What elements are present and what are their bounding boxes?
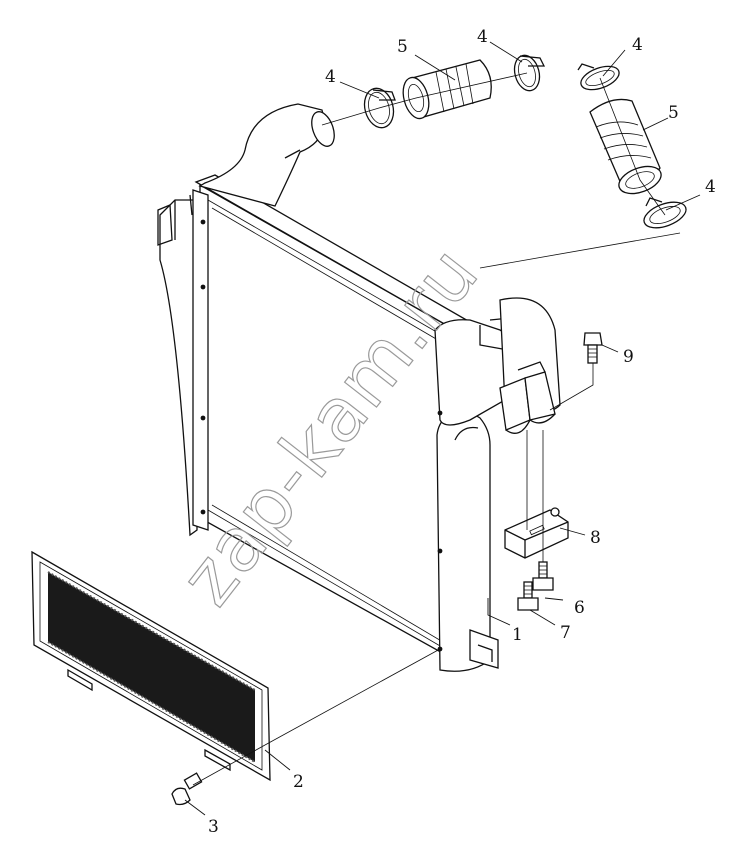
callout-5-hose-upper: 5: [397, 37, 408, 57]
callout-labels: 1 2 3 4 4 4 4 5 5 6 7 8 9: [208, 27, 716, 837]
bolt-9: [583, 332, 603, 364]
callout-3: 3: [208, 817, 219, 837]
callout-1: 1: [512, 625, 523, 645]
grille-panel: [31, 550, 271, 782]
callout-4-clamp-top: 4: [477, 27, 488, 47]
callout-4-clamp-lower-right: 4: [705, 177, 716, 197]
bracket-8: [504, 507, 569, 559]
callout-9: 9: [623, 347, 634, 367]
screw-3: [171, 772, 203, 806]
hose-upper: [402, 59, 492, 120]
leader-lines: [184, 41, 701, 816]
callout-8: 8: [590, 528, 601, 548]
callout-6: 6: [574, 598, 585, 618]
bolt-7: [517, 581, 539, 611]
upper-air-duct: [198, 103, 335, 207]
callout-4-clamp-left: 4: [325, 67, 336, 87]
callout-2: 2: [293, 772, 304, 792]
clamp-2: [513, 54, 546, 92]
hose-right: [589, 98, 662, 195]
intercooler-core: [157, 174, 561, 672]
callout-5-hose-right: 5: [668, 103, 679, 123]
mounting-bracket: [499, 361, 556, 434]
callout-7: 7: [560, 623, 571, 643]
callout-4-clamp-upper-right: 4: [632, 35, 643, 55]
bolt-6: [532, 561, 554, 591]
